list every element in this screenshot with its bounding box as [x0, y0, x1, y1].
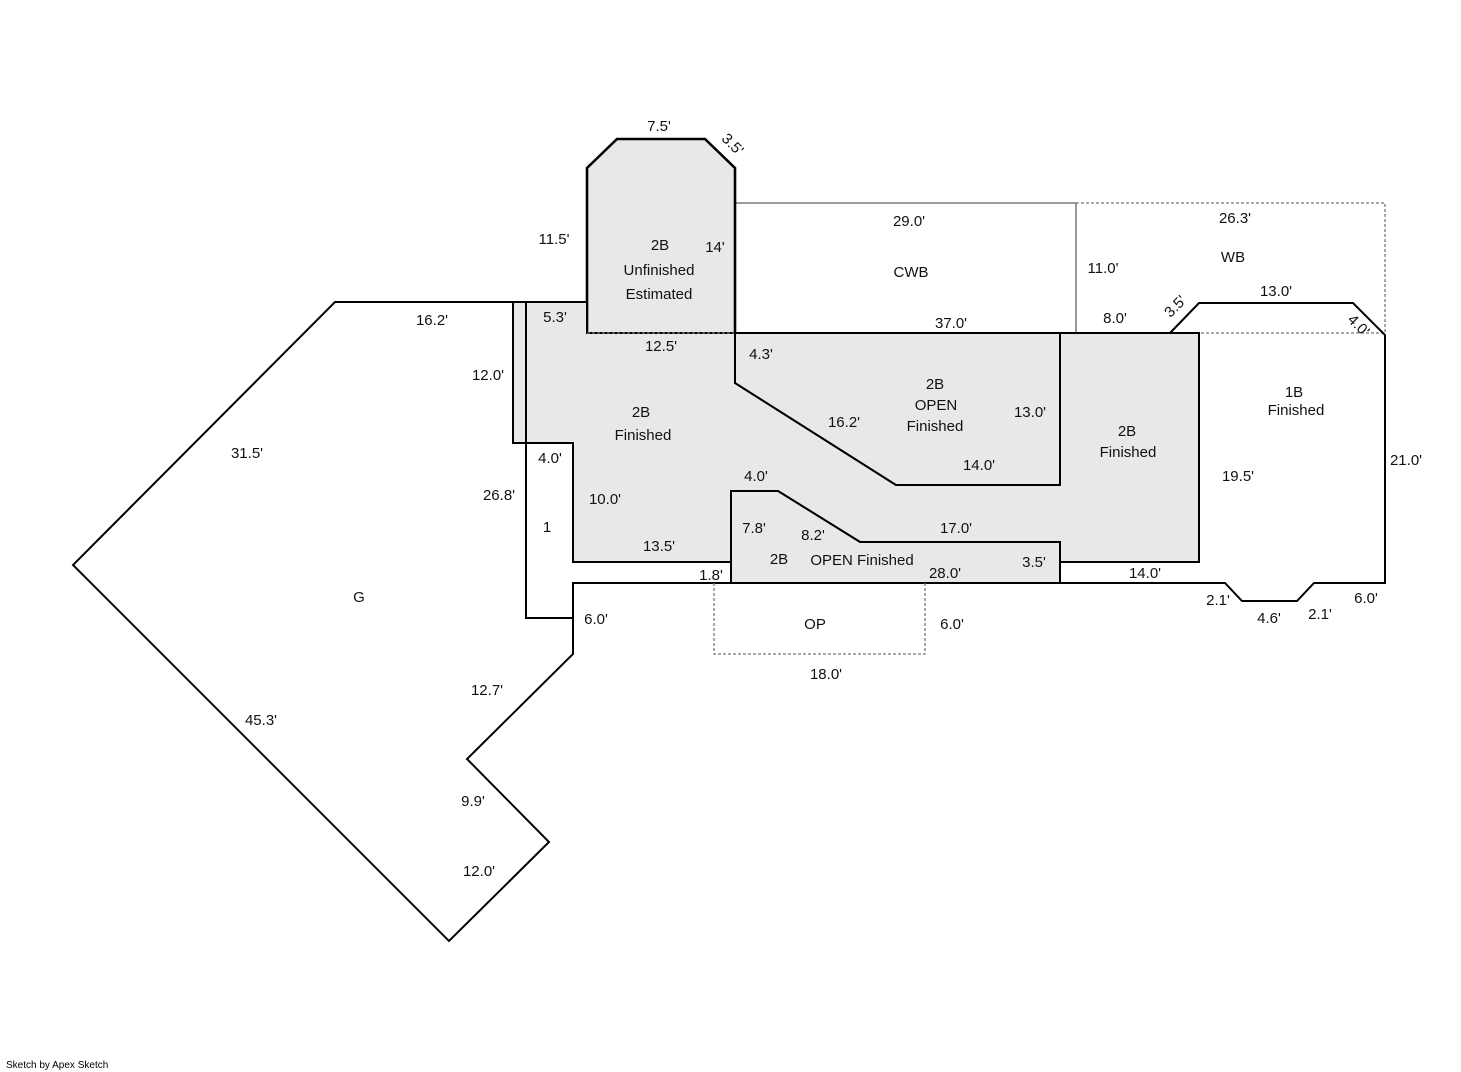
unfinished-area	[587, 139, 735, 333]
area-label-op: OP	[804, 616, 826, 633]
dim: 6.0'	[1354, 590, 1378, 607]
dim: 37.0'	[935, 315, 967, 332]
dim: 19.5'	[1222, 468, 1254, 485]
dim: 7.5'	[647, 118, 671, 135]
unfinished-wall	[585, 137, 737, 333]
area-label-east-finished: 2B	[1118, 423, 1136, 440]
dim: 12.0'	[472, 367, 504, 384]
dim: 4.6'	[1257, 610, 1281, 627]
dim: 2.1'	[1206, 592, 1230, 609]
dim: 45.3'	[245, 712, 277, 729]
area-label-open-lower-code: 2B	[770, 551, 788, 568]
dim: 9.9'	[461, 793, 485, 810]
area-label-garage: G	[353, 589, 365, 606]
dim: 11.5'	[539, 231, 570, 248]
dim: 13.0'	[1014, 404, 1046, 421]
dim: 14.0'	[1129, 565, 1161, 582]
wb-area	[1075, 202, 1386, 334]
dim: 16.2'	[828, 414, 860, 431]
dim: 28.0'	[929, 565, 961, 582]
dim: 14'	[705, 239, 725, 256]
garage-area	[71, 301, 574, 943]
area-label-unfinished-2: Unfinished	[624, 262, 695, 279]
dim: 3.5'	[1022, 554, 1046, 571]
dim: 13.5'	[643, 538, 675, 555]
dim: 4.0'	[538, 450, 562, 467]
dim: 4.0'	[744, 468, 768, 485]
area-label-wb: WB	[1221, 249, 1245, 266]
area-label-main-finished: 2B	[632, 404, 650, 421]
dim: 16.2'	[416, 312, 448, 329]
area-label-main-finished-2: Finished	[615, 427, 672, 444]
dim: 8.2'	[801, 527, 825, 544]
dim: 8.0'	[1103, 310, 1127, 327]
area-label-open-upper-3: Finished	[907, 418, 964, 435]
op-area	[713, 583, 926, 655]
area-label-first-floor: 1B	[1285, 384, 1303, 401]
dim: 14.0'	[963, 457, 995, 474]
dim: 31.5'	[231, 445, 263, 462]
area-label-cwb: CWB	[894, 264, 929, 281]
dim: 26.8'	[483, 487, 515, 504]
dim: 13.0'	[1260, 283, 1292, 300]
area-label-first-floor-2: Finished	[1268, 402, 1325, 419]
open-upper-area	[734, 332, 1061, 486]
dim: 18.0'	[810, 666, 842, 683]
area-label-open-lower: OPEN Finished	[810, 552, 913, 569]
dim: 6.0'	[940, 616, 964, 633]
area-label-1: 1	[543, 519, 551, 536]
dim: 4.3'	[749, 346, 773, 363]
area-label-open-upper: 2B	[926, 376, 944, 393]
area-label-unfinished-3: Estimated	[626, 286, 693, 303]
first-floor-wall	[572, 302, 1386, 618]
dim: 21.0'	[1390, 452, 1422, 469]
dim: 17.0'	[940, 520, 972, 537]
area-label-open-upper-2: OPEN	[915, 397, 958, 414]
dim: 10.0'	[589, 491, 621, 508]
dim: 5.3'	[543, 309, 567, 326]
dim: 12.0'	[463, 863, 495, 880]
dim: 6.0'	[584, 611, 608, 628]
dim: 1.8'	[699, 567, 723, 584]
dim: 11.0'	[1088, 260, 1119, 277]
area-label-east-finished-2: Finished	[1100, 444, 1157, 461]
dim: 26.3'	[1219, 210, 1251, 227]
dim: 2.1'	[1308, 606, 1332, 623]
dimension-labels: 7.5' 3.5' 11.5' 14' 29.0' 26.3' 11.0' 3.…	[231, 118, 1422, 880]
dim: 12.7'	[471, 682, 503, 699]
area-label-unfinished: 2B	[651, 237, 669, 254]
dim: 29.0'	[893, 213, 925, 230]
sketch-credit: Sketch by Apex Sketch	[6, 1060, 109, 1071]
dim: 4.0'	[1344, 311, 1373, 340]
dim: 12.5'	[645, 338, 677, 355]
dim: 7.8'	[742, 520, 766, 537]
